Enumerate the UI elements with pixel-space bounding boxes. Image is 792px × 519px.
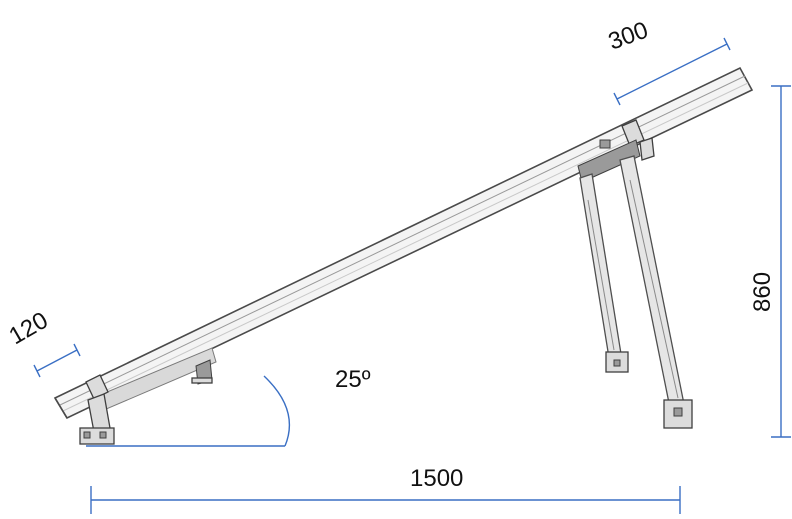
dimension-120: 120	[5, 307, 81, 378]
rear-legs	[579, 155, 693, 429]
dimension-label-120: 120	[5, 307, 53, 350]
rear-leg-bracket	[577, 139, 641, 183]
top-clamp	[599, 119, 655, 161]
lower-rail-bracket	[99, 347, 217, 411]
dimension-label-860: 860	[749, 272, 776, 312]
front-foot	[79, 393, 115, 445]
dimension-1500: 1500	[90, 465, 681, 514]
dimension-label-1500: 1500	[410, 465, 463, 492]
bottom-clamp	[85, 374, 109, 400]
angle-label: 25º	[335, 366, 371, 393]
dimension-860: 860	[749, 85, 791, 438]
angle-indicator: 25º	[86, 366, 371, 447]
dimension-label-300: 300	[605, 17, 652, 56]
